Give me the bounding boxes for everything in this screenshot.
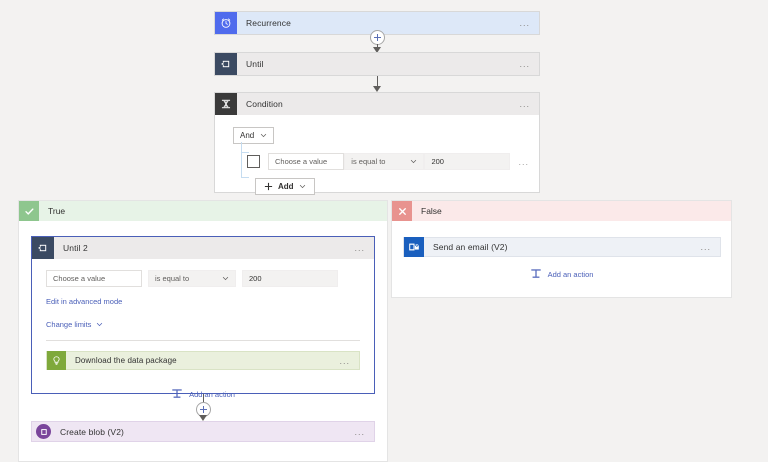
until-2-value-input[interactable]: Choose a value [46,270,142,287]
change-limits-toggle[interactable]: Change limits [46,320,360,329]
step-title: Until [246,59,264,69]
chevron-down-icon [222,276,229,281]
condition-compare-value-input[interactable]: 200 [424,153,511,170]
step-menu-button[interactable]: ... [354,243,365,253]
step-menu-button[interactable]: ... [519,99,530,109]
chevron-down-icon [299,184,305,189]
add-an-action-button-false[interactable]: Add an action [392,268,731,280]
condition-add-button[interactable]: Add [255,178,315,195]
until-2-operator-text: is equal to [155,274,190,283]
condition-icon [215,93,237,115]
add-action-icon [530,269,541,278]
loop-icon [32,237,54,259]
connector-arrow [373,86,381,92]
flow-step-recurrence[interactable]: Recurrence ... [214,11,540,35]
condition-add-label: Add [278,182,294,191]
step-header: Condition ... [215,93,539,115]
step-title: Send an email (V2) [433,242,508,252]
outlook-icon [404,237,424,257]
condition-tree-line [241,142,242,177]
condition-operator-label: And [240,131,255,140]
condition-row: Choose a value is equal to 200 ... [247,153,529,170]
branch-false: False Send an email (V2) ... Add an acti… [391,200,732,298]
add-action-icon [172,389,182,398]
condition-tree-line [241,177,249,178]
add-an-action-label: Add an action [547,269,594,279]
flow-step-send-email[interactable]: Send an email (V2) ... [403,237,721,257]
step-menu-button[interactable]: ... [354,426,365,437]
flow-step-until-2[interactable]: Until 2 ... Choose a value is equal to 2… [31,236,375,399]
flow-step-create-blob[interactable]: Create blob (V2) ... [31,421,375,442]
branch-false-label: False [421,206,442,216]
step-menu-button[interactable]: ... [519,18,530,28]
branch-true-label: True [48,206,66,216]
add-an-action-label: Add an action [189,389,235,399]
until-2-compare-value-input[interactable]: 200 [242,270,338,287]
step-menu-button[interactable]: ... [700,242,711,252]
until-2-body: Choose a value is equal to 200 Edit in a… [32,259,374,341]
step-menu-button[interactable]: ... [519,59,530,69]
blob-icon [36,424,51,439]
step-title: Create blob (V2) [60,426,124,437]
step-header: Until ... [215,53,539,75]
flow-step-until[interactable]: Until ... [214,52,540,76]
change-limits-label: Change limits [46,320,92,329]
insert-step-button-1[interactable] [370,30,385,45]
connector-line [377,76,378,89]
step-menu-button[interactable]: ... [339,355,350,366]
connector-arrow [199,415,207,421]
step-title: Recurrence [246,18,291,28]
chevron-down-icon [97,322,103,327]
flow-step-condition[interactable]: Condition ... And Choose a value is equa… [214,92,540,195]
until-2-operator-dropdown[interactable]: is equal to [148,270,236,287]
edit-advanced-mode-link[interactable]: Edit in advanced mode [46,297,123,306]
clock-icon [215,12,237,34]
branch-false-header: False [392,201,731,221]
chevron-down-icon [261,133,267,138]
condition-tree-line [241,152,249,153]
close-icon [392,201,412,221]
branch-true-header: True [19,201,387,221]
step-title: Condition [246,99,283,109]
condition-body: And Choose a value is equal to 200 ... [215,115,539,206]
condition-row-menu-button[interactable]: ... [518,156,529,167]
connector-arrow [373,47,381,53]
until-2-condition-row: Choose a value is equal to 200 [46,270,360,287]
plus-icon [264,182,273,191]
check-icon [19,201,39,221]
condition-row-checkbox[interactable] [247,155,260,168]
section-divider [46,340,360,341]
condition-operator-text: is equal to [351,157,386,166]
step-title: Download the data package [75,356,177,365]
step-header: Until 2 ... [32,237,374,259]
condition-value-input[interactable]: Choose a value [268,153,345,170]
add-an-action-button-true-inner[interactable]: Add an action [32,388,374,400]
condition-operator-dropdown[interactable]: is equal to [344,153,425,170]
step-header: Recurrence ... [215,12,539,34]
flow-step-download-data-package[interactable]: Download the data package ... [46,351,360,370]
condition-operator-select[interactable]: And [233,127,275,144]
loop-icon [215,53,237,75]
connector-line [377,44,378,49]
lightbulb-icon [47,351,66,370]
connector-line [203,394,204,403]
chevron-down-icon [411,159,417,164]
step-title: Until 2 [63,243,88,253]
